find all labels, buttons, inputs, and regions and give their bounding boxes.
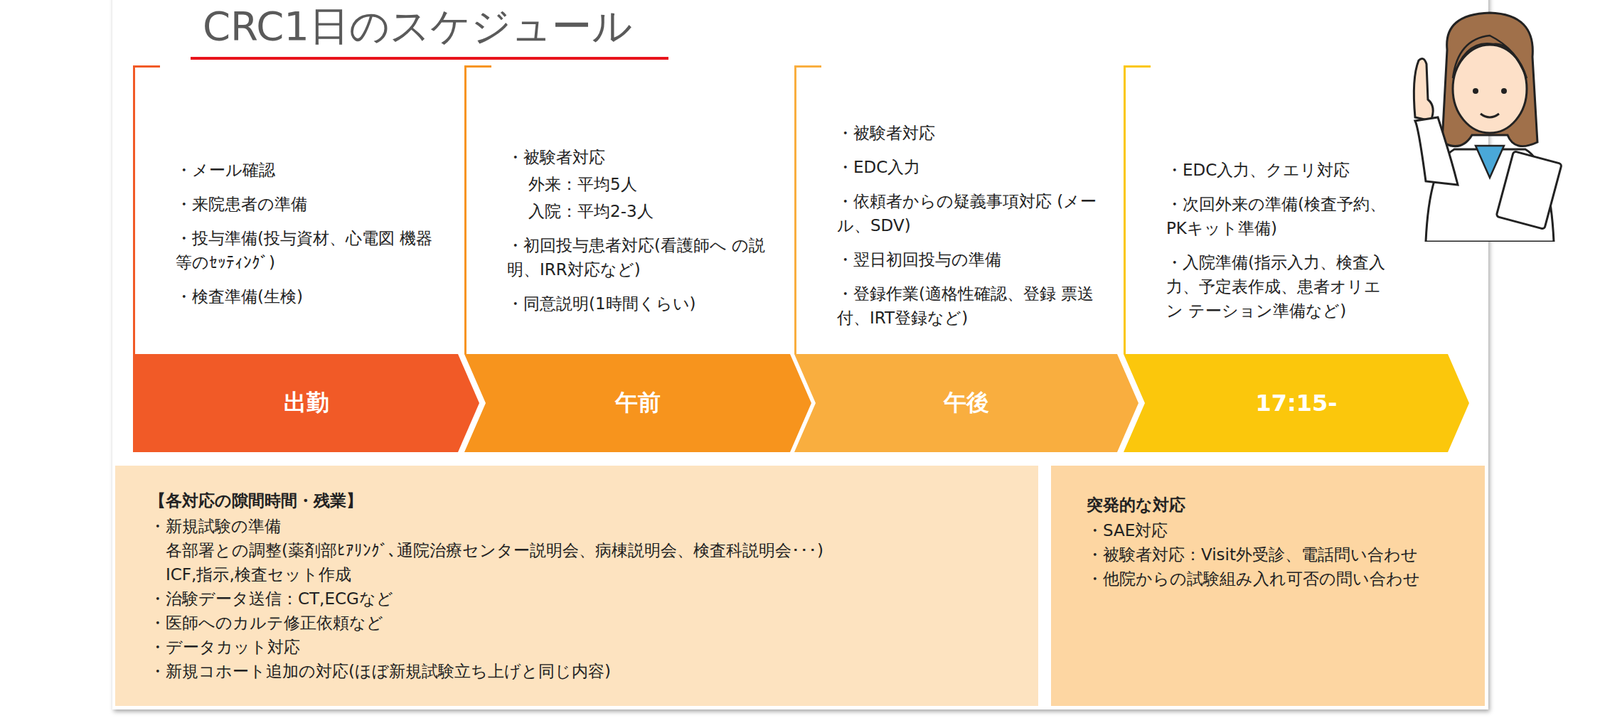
task-bracket: ・被験者対応外来：平均5人入院：平均2-3人・初回投与患者対応(看護師へ の説明… [464,65,778,355]
bracket-tick [794,65,822,68]
bracket-tick [132,65,160,68]
task-item: ・他院からの試験組み入れ可否の問い合わせ [1086,566,1471,591]
task-bracket: ・EDC入力、クエリ対応・次回外来の準備(検査予約、 PKキット準備) ・入院準備… [1123,65,1401,355]
task-item: ・来院患者の準備 [175,192,439,217]
bracket-tick [1123,65,1151,68]
task-bracket: ・被験者対応・EDC入力・依頼者からの疑義事項対応 (メール、SDV) ・翌日初回… [794,65,1108,355]
note-panel: 【各対応の隙間時間・残業】・新規試験の準備各部署との調整(薬剤部ﾋｱﾘﾝｸﾞ、通… [115,465,1039,707]
task-item: ・新規コホート追加の対応(ほぼ新規試験立ち上げと同じ内容) [149,659,1024,684]
task-item: ・メール確認 [175,157,439,183]
nurse-illustration [1386,0,1579,242]
time-chevron: 17:15- [1123,354,1470,453]
task-item: ・次回外来の準備(検査予約、 PKキット準備) [1166,192,1394,241]
task-item: ・依頼者からの疑義事項対応 (メール、SDV) [836,189,1101,238]
time-label: 午前 [464,387,812,419]
task-item: ・同意説明(1時間くらい) [507,291,771,316]
time-chevron: 出勤 [132,354,480,453]
task-item: ・被験者対応：Visit外受診、電話問い合わせ [1086,542,1471,567]
panel-heading: 突発的な対応 [1086,492,1471,517]
panel-heading: 【各対応の隙間時間・残業】 [149,488,1024,513]
task-item: ・新規試験の準備 [149,514,1024,539]
task-item: ・投与準備(投与資材、心電図 機器等のｾｯﾃｨﾝｸﾞ) [175,226,439,275]
task-item: ・登録作業(適格性確認、登録 票送付、IRT登録など) [836,281,1101,330]
note-panel: 突発的な対応・SAE対応・被験者対応：Visit外受診、電話問い合わせ・他院から… [1051,465,1485,707]
task-item: ・翌日初回投与の準備 [836,247,1101,272]
task-item: ・データカット対応 [149,635,1024,660]
task-item: ・医師へのカルテ修正依頼など [149,610,1024,636]
task-item: ・入院準備(指示入力、検査入 力、予定表作成、患者オリエン テーション準備など) [1166,250,1394,323]
task-item: ・EDC入力 [836,155,1101,180]
task-item: ・被験者対応 [507,145,771,170]
diagram-title: CRC1日のスケジュール [202,0,633,55]
title-underline [190,56,669,60]
bracket-tick [464,65,492,68]
time-chevron: 午前 [464,354,812,453]
task-item: ・SAE対応 [1086,518,1471,543]
task-item: 入院：平均2-3人 [507,199,771,224]
time-label: 午後 [794,387,1139,419]
task-item: 各部署との調整(薬剤部ﾋｱﾘﾝｸﾞ、通院治療センター説明会、病棟説明会、検査科説… [149,538,1024,563]
task-item: ・EDC入力、クエリ対応 [1166,157,1394,183]
task-item: ・被験者対応 [836,120,1101,146]
time-label: 出勤 [132,387,480,419]
task-item: ・検査準備(生検) [175,284,439,309]
task-item: ICF,指示,検査セット作成 [149,562,1024,587]
task-item: 外来：平均5人 [507,172,771,197]
task-bracket: ・メール確認・来院患者の準備・投与準備(投与資材、心電図 機器等のｾｯﾃｨﾝｸﾞ… [132,65,446,355]
task-item: ・治験データ送信：CT,ECGなど [149,586,1024,611]
time-label: 17:15- [1123,389,1470,417]
task-item: ・初回投与患者対応(看護師へ の説明、IRR対応など) [507,233,771,282]
time-chevron: 午後 [794,354,1139,453]
